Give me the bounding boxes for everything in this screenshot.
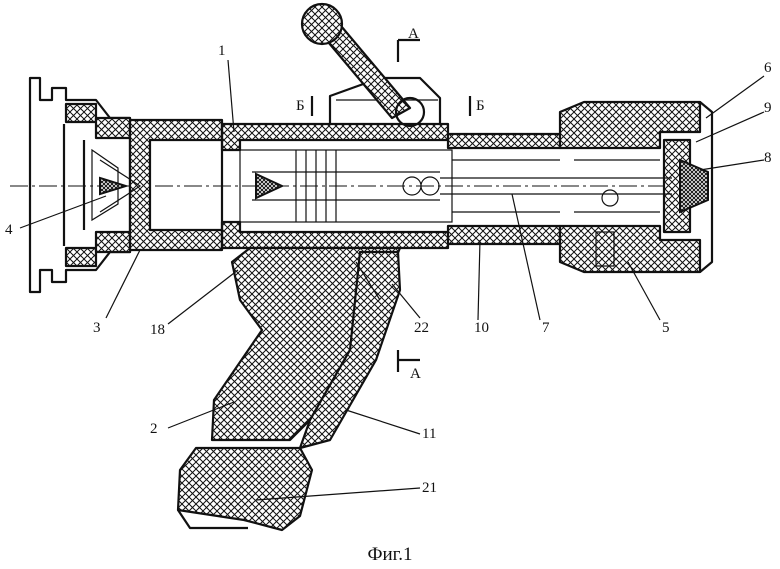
callout-7: 7	[511, 193, 550, 336]
figure-caption: Фиг.1	[367, 544, 412, 565]
section-mark-a-top: А	[396, 26, 420, 62]
callout-label: 9	[764, 100, 772, 116]
callout-label: 4	[5, 222, 13, 238]
callout-11: 11	[345, 409, 436, 442]
callout-2: 2	[150, 401, 235, 437]
stem-part-7	[440, 177, 672, 195]
pistol-grip	[176, 246, 402, 532]
section-mark-b-left: Б	[296, 96, 314, 116]
section-mark-a-bottom: А	[396, 350, 421, 382]
section-mark-b-right: Б	[468, 96, 485, 116]
callout-10: 10	[474, 239, 489, 336]
section-a-top-label: А	[408, 26, 419, 42]
section-a-bottom-label: А	[410, 366, 421, 382]
callout-label: 8	[764, 150, 772, 166]
callout-1: 1	[218, 43, 235, 133]
callout-label: 5	[662, 320, 670, 336]
callout-label: 3	[93, 320, 101, 336]
section-b-left-label: Б	[296, 98, 305, 114]
callout-9: 9	[695, 100, 772, 143]
callout-21: 21	[255, 480, 437, 501]
callout-6: 6	[705, 60, 772, 119]
callout-4: 4	[5, 195, 107, 238]
callout-label: 1	[218, 43, 226, 59]
callout-5: 5	[627, 261, 670, 336]
callout-label: 22	[414, 320, 429, 336]
callout-18: 18	[150, 269, 239, 338]
callout-label: 2	[150, 421, 158, 437]
callout-8: 8	[699, 150, 772, 171]
callout-label: 11	[422, 426, 436, 442]
barrel-part-10	[446, 132, 562, 246]
coupling-head	[28, 76, 224, 294]
section-b-right-label: Б	[476, 98, 485, 114]
lever-assembly	[300, 2, 442, 128]
callout-3: 3	[93, 249, 141, 336]
callout-label: 6	[764, 60, 772, 76]
callout-22: 22	[391, 283, 429, 336]
callout-label: 10	[474, 320, 489, 336]
callout-label: 18	[150, 322, 165, 338]
callout-label: 7	[542, 320, 550, 336]
nozzle-head	[558, 100, 714, 274]
body-part-1	[220, 122, 453, 250]
callout-label: 21	[422, 480, 437, 496]
